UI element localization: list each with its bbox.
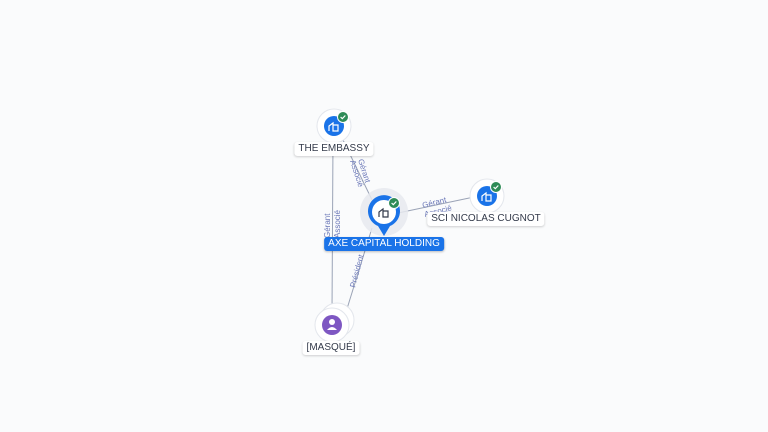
building-glyph — [328, 121, 339, 132]
node-label-the-embassy[interactable]: THE EMBASSY — [294, 142, 374, 156]
check-glyph — [391, 201, 397, 206]
person-head-glyph — [329, 319, 335, 325]
node-the-embassy[interactable] — [316, 108, 352, 144]
verified-check-icon — [490, 181, 502, 193]
node-label-masque[interactable]: [MASQUÉ] — [302, 341, 360, 355]
edge-line — [331, 139, 334, 313]
check-glyph — [493, 185, 499, 190]
verified-check-icon — [337, 111, 349, 123]
node-axe-capital-holding[interactable] — [360, 188, 408, 236]
edge-embassy-person: Gérant Associé — [323, 139, 342, 313]
edge-label-gerant: Gérant — [323, 213, 332, 238]
node-masque-person[interactable] — [314, 302, 355, 343]
edge-line — [397, 196, 475, 214]
node-sci-nicolas-cugnot[interactable] — [469, 178, 505, 214]
node-label-sci-nicolas-cugnot[interactable]: SCI NICOLAS CUGNOT — [427, 212, 545, 226]
verified-check-icon — [388, 197, 400, 209]
building-glyph — [481, 191, 492, 202]
edge-label-associe: Associé — [333, 209, 342, 238]
node-label-axe-capital-holding[interactable]: AXE CAPITAL HOLDING — [324, 237, 444, 251]
edge-label-president: Président — [348, 253, 366, 289]
person-body-glyph — [327, 327, 337, 330]
building-icon — [378, 207, 389, 218]
check-glyph — [340, 115, 346, 120]
